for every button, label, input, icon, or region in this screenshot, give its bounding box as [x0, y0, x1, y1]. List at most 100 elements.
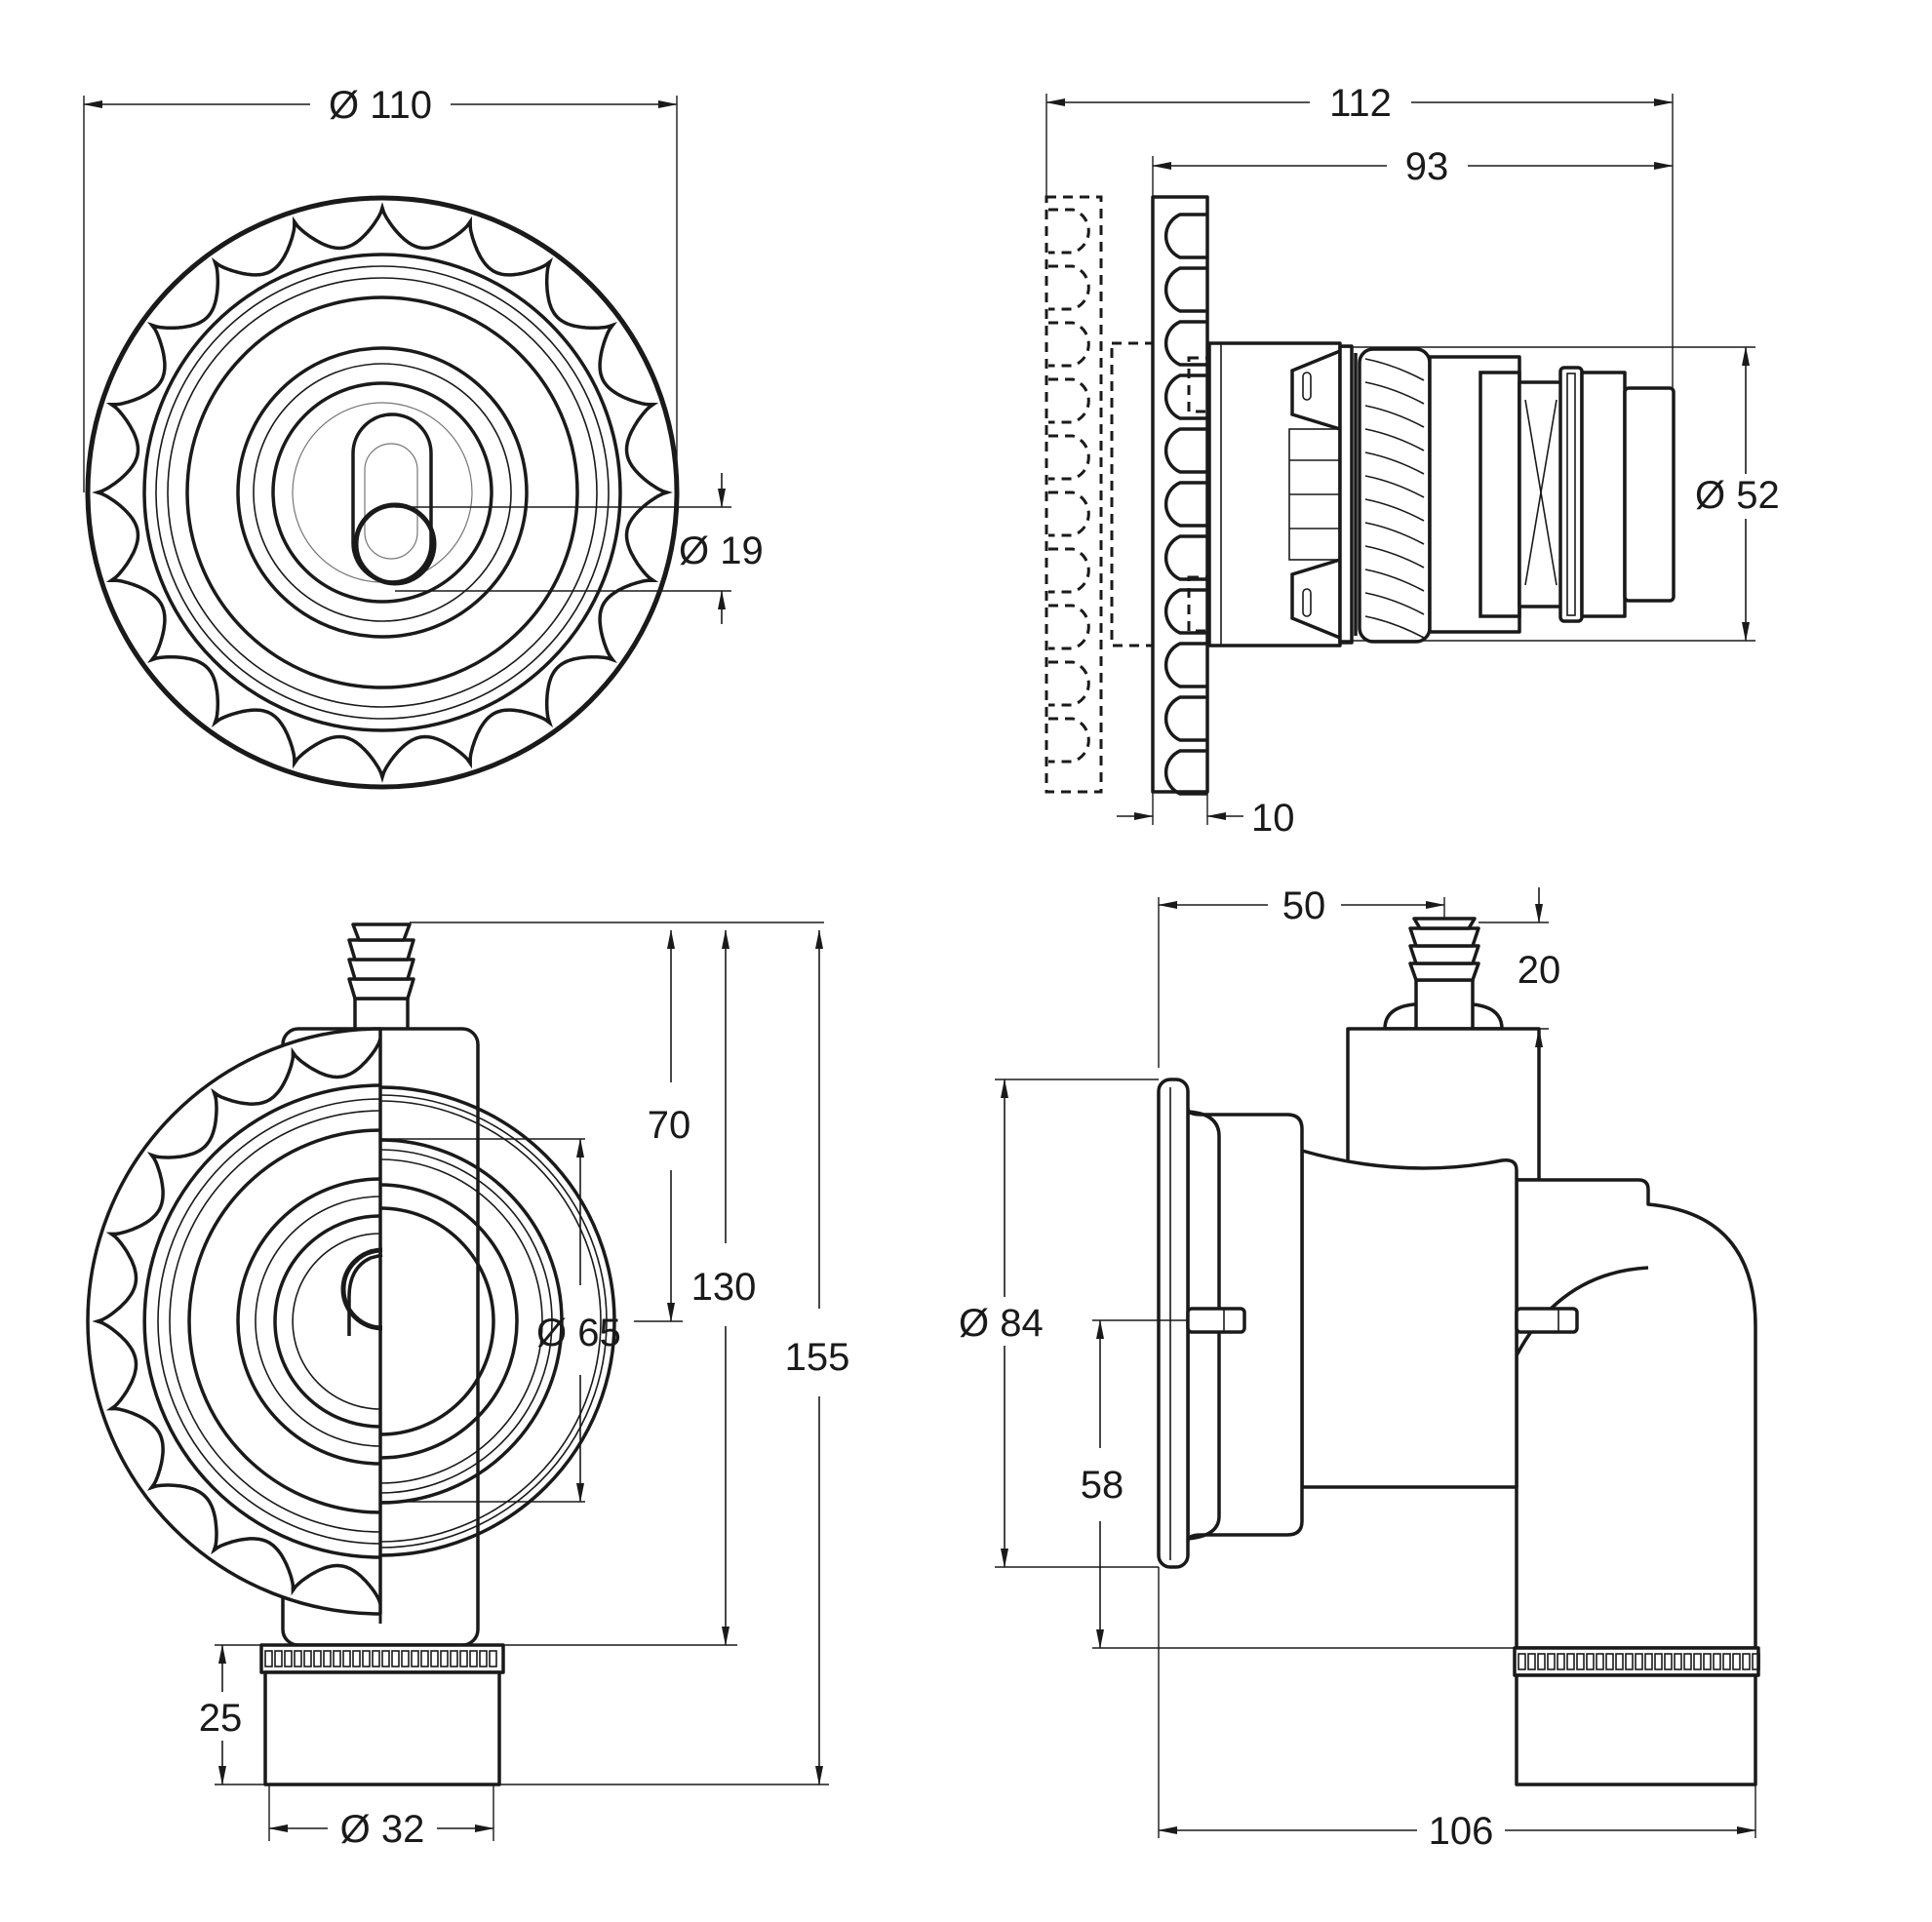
knurl-tooth: [1683, 1653, 1692, 1670]
knurl-tooth: [1752, 1653, 1760, 1670]
dim-rear-inner-diameter: Ø 65: [536, 1312, 621, 1354]
knurl-tooth: [1576, 1653, 1585, 1670]
dim-rear-spigot-diameter: Ø 32: [340, 1808, 425, 1851]
knurl-tooth: [333, 1650, 341, 1667]
knurl-tooth: [401, 1650, 410, 1667]
knurl-tooth: [430, 1650, 439, 1667]
knurl-tooth: [1625, 1653, 1634, 1670]
dashed-flange-bump: [1048, 321, 1090, 368]
knurl-tooth: [1527, 1653, 1536, 1670]
dim-profile-air-inlet-offset: 50: [1282, 884, 1326, 927]
dim-side-body-length: 93: [1405, 145, 1449, 188]
knurl-tooth: [479, 1650, 488, 1667]
dim-profile-axis-height: 58: [1081, 1464, 1124, 1507]
dim-rear-height-to-outlet: 130: [691, 1266, 757, 1309]
knurl-tooth: [342, 1650, 351, 1667]
flange-bump: [1163, 266, 1207, 313]
front-dimensions: Ø 110 Ø 19: [83, 84, 764, 624]
dim-profile-flange-diameter: Ø 84: [959, 1302, 1044, 1345]
rear-spigot: [259, 1643, 505, 1786]
profile-elbow: [1515, 1178, 1757, 1650]
knurl-tooth: [264, 1650, 273, 1667]
side-barrel: [1428, 355, 1521, 634]
knurl-tooth: [1557, 1653, 1565, 1670]
dim-side-overall-length: 112: [1329, 82, 1392, 125]
knurl-tooth: [1654, 1653, 1663, 1670]
flange-bump: [1163, 588, 1207, 635]
knurl-tooth: [1693, 1653, 1702, 1670]
profile-view: [1157, 917, 1760, 1786]
flange-bump: [1163, 427, 1207, 474]
knurl-tooth: [294, 1650, 302, 1667]
thread-line: [1364, 428, 1425, 451]
dim-rear-overall-height: 155: [785, 1336, 850, 1379]
knurl-tooth: [1732, 1653, 1741, 1670]
rear-hose-barb: [347, 922, 824, 1034]
knurl-tooth: [1722, 1653, 1731, 1670]
dashed-flange-bump: [1048, 547, 1090, 594]
knurl-tooth: [274, 1650, 283, 1667]
profile-flange: [1157, 1078, 1190, 1569]
dashed-flange-bump: [1048, 717, 1090, 764]
knurl-tooth: [420, 1650, 429, 1667]
knurl-tooth: [489, 1650, 497, 1667]
thread-line: [1364, 405, 1425, 428]
side-flange: [1151, 195, 1209, 794]
flange-bump: [1163, 373, 1207, 420]
knurl-tooth: [1537, 1653, 1546, 1670]
dim-rear-center-height: 70: [648, 1104, 691, 1147]
knurl-tooth: [1674, 1653, 1682, 1670]
knurl-tooth: [450, 1650, 458, 1667]
knurl-tooth: [440, 1650, 449, 1667]
knurl-tooth: [1635, 1653, 1643, 1670]
dashed-flange-bump: [1048, 660, 1090, 707]
knurl-tooth: [391, 1650, 400, 1667]
knurl-tooth: [1742, 1653, 1751, 1670]
profile-air-tower: [1346, 1027, 1541, 1182]
thread-line: [1364, 615, 1425, 639]
thread-line: [1364, 592, 1425, 615]
flange-bump: [1163, 534, 1207, 581]
flange-bump: [1163, 481, 1207, 528]
rear-view: [86, 922, 824, 1786]
profile-knurl: [1518, 1653, 1760, 1670]
dim-front-outer-diameter: Ø 110: [329, 84, 432, 127]
dashed-flange-bumps: [1048, 208, 1090, 764]
rear-faceplate-fine-rings: [157, 1098, 381, 1545]
profile-dimensions: 50 20 Ø 84 58 106: [959, 884, 1756, 1853]
knurl-tooth: [1547, 1653, 1556, 1670]
dashed-flange-bump: [1048, 208, 1090, 255]
front-scallop-ring: [92, 202, 673, 783]
rear-faceplate-scallop: [92, 1038, 382, 1605]
dashed-flange-bump: [1048, 490, 1090, 537]
rear-inner-rings: [379, 1085, 616, 1557]
dashed-flange-bump: [1048, 377, 1090, 424]
knurl-tooth: [284, 1650, 293, 1667]
knurl-tooth: [1605, 1653, 1614, 1670]
dim-rear-spigot-length: 25: [199, 1697, 243, 1740]
front-nozzle-ball: [353, 502, 437, 586]
knurl-tooth: [1713, 1653, 1721, 1670]
knurl-tooth: [1518, 1653, 1526, 1670]
knurl-tooth: [323, 1650, 332, 1667]
dashed-flange-bump: [1048, 264, 1090, 311]
rear-faceplate-rings: [142, 1083, 381, 1559]
flange-bumps: [1163, 213, 1207, 796]
side-view: [1045, 195, 1755, 796]
rear-faceplate-outer: [86, 1027, 382, 1616]
knurl-tooth: [303, 1650, 312, 1667]
side-nozzle-tip: [1623, 386, 1676, 603]
side-dimensions: 112 93 Ø 52 10: [1045, 82, 1780, 840]
front-view: [85, 195, 731, 790]
knurl-tooth: [411, 1650, 419, 1667]
thread-line: [1364, 475, 1425, 498]
dashed-flange-bump: [1048, 434, 1090, 481]
dim-front-nozzle-diameter: Ø 19: [679, 530, 764, 572]
thread-line: [1364, 498, 1425, 522]
knurl-tooth: [1566, 1653, 1575, 1670]
dim-side-body-diameter: Ø 52: [1695, 474, 1780, 517]
knurl-tooth: [1596, 1653, 1604, 1670]
rear-knurl: [264, 1650, 497, 1667]
knurl-tooth: [459, 1650, 468, 1667]
